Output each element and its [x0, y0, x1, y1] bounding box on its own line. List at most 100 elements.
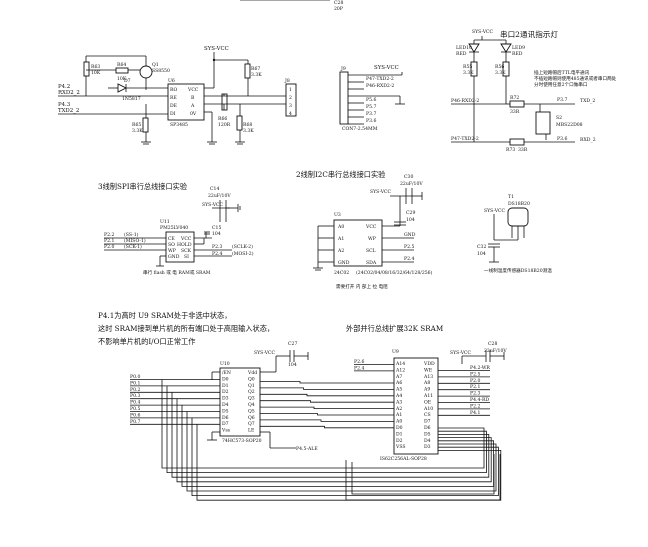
ds18b20-section: T1 DS18B20 SYS-VCC C32 104 一线制温度传感器DS18B…: [477, 194, 552, 274]
chip-u11: [165, 231, 195, 263]
j8-pin-1: 1: [289, 87, 292, 93]
net-p42: P4.2: [58, 84, 70, 90]
u9-pin-right-7: A10: [423, 406, 433, 412]
t1-ref: T1: [508, 194, 514, 200]
i2c-net-p25: P2.5: [404, 244, 414, 250]
latch-net-1: P0.1: [130, 380, 140, 386]
r67-value: 3.3K: [251, 72, 262, 78]
uart2-p36: P3.6: [557, 136, 567, 142]
latch-net-2: P0.2: [130, 387, 140, 393]
r55-ref: R55: [463, 64, 472, 70]
r64-value: 10K: [117, 76, 127, 82]
switch-s2: [535, 111, 551, 135]
r66-ref: R66: [218, 116, 227, 122]
i2c-net-p24: P2.4: [404, 256, 414, 262]
u11-pin-hold: HOLD: [177, 242, 192, 248]
resistor-r63: [83, 61, 90, 77]
r68-ref: R68: [243, 122, 252, 128]
u6-ref: U6: [168, 78, 175, 84]
sram-right-net-5: P4.4-RD: [470, 397, 489, 403]
r56-ref: R56: [495, 64, 504, 70]
resistor-r68: [236, 115, 243, 131]
transistor-q1: [139, 65, 153, 79]
r56-value: 3.3K: [495, 70, 506, 76]
u9-pin-right-4: A9: [423, 387, 430, 393]
u9-pin-right-1: WE: [424, 367, 432, 373]
r63-ref: R63: [91, 64, 100, 70]
u9-pin-right-12: D4: [424, 438, 431, 444]
sram-right-net-0: P4.2-WR: [470, 365, 490, 371]
c14-ref: C14: [210, 186, 219, 192]
sram-title: 外部并行总线扩展32K SRAM: [346, 324, 443, 333]
sram-right-net-6: P2.2: [470, 403, 480, 409]
c14-value: 22uF/10V: [208, 193, 231, 199]
u9-part: IS62C256AL-SOP28: [380, 456, 427, 462]
u9-pin-left-12: D2: [396, 438, 403, 444]
u9-pin-right-13: D3: [424, 444, 431, 450]
uart2-sysvcc: SYS-VCC: [472, 29, 494, 35]
u9-pin-left-6: A3: [395, 399, 402, 405]
u9-pin-right-0: VDD: [423, 361, 435, 367]
spi-net-p22: P2.2: [104, 232, 114, 238]
u6-pin-b: B: [191, 95, 195, 101]
u11-pin-si: SI: [184, 254, 189, 260]
c27-ref: C27: [288, 341, 297, 347]
note-line-3: 不影响单片机的I/O口正常工作: [98, 337, 195, 346]
j8-pin-4: 4: [289, 111, 292, 117]
u11-part: PM25LV040: [160, 225, 188, 231]
t1-part: DS18B20: [508, 201, 530, 207]
sram-right-net-4: P2.3: [470, 391, 480, 397]
r67-ref: R67: [251, 66, 260, 72]
spi-title: 3线制SPI串行总线接口实验: [98, 182, 187, 191]
spi-net-p21: P2.1: [104, 238, 114, 244]
s2-ref: S2: [556, 115, 562, 121]
uart2-note-1: 插上短路帽后TTL电平通讯: [534, 69, 590, 76]
spi-net-p23: P2.3: [212, 244, 222, 250]
u3-ref: U3: [334, 212, 341, 218]
led10-ref: LED10: [456, 45, 472, 51]
u3-part: 24C02: [334, 270, 349, 276]
sram-left-net-0: P2.6: [354, 359, 364, 365]
uart2-p46: P46-RXD2-2: [451, 98, 479, 104]
sram-sysvcc: SYS-VCC: [450, 350, 472, 356]
d7-ref: D7: [124, 78, 131, 84]
sram-right-net-7: P4.1: [470, 410, 480, 416]
resistor-r73: [509, 138, 525, 146]
resistor-r64: [115, 67, 129, 74]
u11-pin-ce: CE: [168, 236, 175, 242]
u9-ref: U9: [392, 349, 399, 355]
led9-ref: LED9: [512, 45, 525, 51]
led9-value: RED: [512, 51, 523, 57]
latch-net-4: P0.4: [130, 400, 140, 406]
u9-pin-left-9: A0: [395, 419, 402, 425]
u9-pin-left-13: VSS: [395, 444, 406, 450]
u3-pin-a2: A2: [337, 248, 344, 254]
uart2-title: 串口2通讯指示灯: [500, 29, 558, 39]
u3-part-note: (24C02/04/08/16/32/64/128/256): [356, 269, 433, 276]
u9-pin-right-5: A11: [423, 393, 433, 399]
latch-ale-net: P4.5-ALE: [296, 446, 318, 452]
rs485-sysvcc: SYS-VCC: [204, 46, 229, 52]
u10-pin-left-6: D5: [222, 408, 229, 414]
u9-pin-left-10: D0: [396, 425, 403, 431]
u9-pin-left-2: A7: [395, 374, 402, 380]
con7-connector: J9 SYS-VCC P47-TXD2-2 P46-RXD2-2 P5.6 P5…: [339, 65, 405, 132]
chip-u6: [167, 83, 205, 121]
spi-sig-mosi2: (MOSI-2): [232, 250, 254, 257]
r72-value: 33R: [510, 109, 520, 115]
c30-ref: C30: [404, 174, 413, 180]
u10-pin-right-8: Q7: [248, 421, 255, 427]
u6-pin-gnd: 0V: [190, 111, 197, 117]
u11-pin-so: SO: [168, 242, 175, 248]
spi-sig-sclk2: (SCLK-2): [232, 243, 253, 250]
uart2-txd: TXD_2: [580, 98, 595, 104]
u6-pin-ro: RO: [170, 87, 177, 93]
u11-pin-vcc: VCC: [180, 236, 192, 242]
r73-ref: R73: [506, 147, 515, 153]
spi-sysvcc: SYS-VCC: [202, 202, 224, 208]
u10-ref: U10: [220, 361, 230, 367]
c15-value: 104: [212, 231, 221, 237]
net-rxd2: RXD2_2: [58, 90, 80, 96]
